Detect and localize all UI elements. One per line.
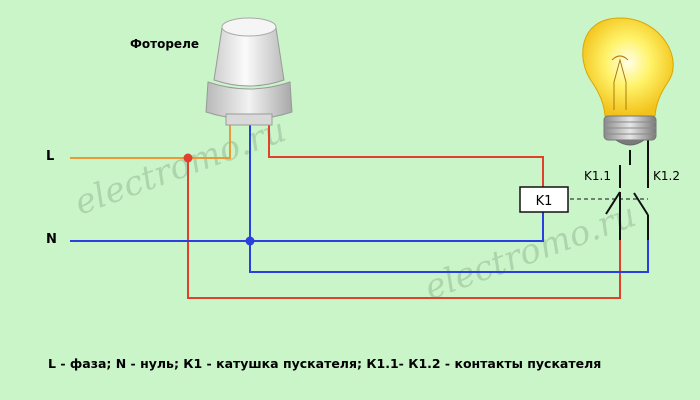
neutral-branch-wire: [249, 125, 649, 273]
phase-branch-wire: [187, 158, 621, 299]
neutral-label: N: [46, 232, 57, 247]
photorelay-label: Фотореле: [130, 37, 199, 51]
wires: [70, 125, 649, 299]
coil-label: K1: [536, 194, 553, 209]
neutral-wire: [70, 212, 544, 242]
legend-text: L - фаза; N - нуль; К1 - катушка пускате…: [48, 356, 601, 371]
relay-output-wire: [268, 125, 544, 187]
contact-k1-1-label: K1.1: [584, 169, 611, 183]
contact-k1-1-blade: [605, 191, 621, 215]
light-bulb-icon: [582, 17, 674, 146]
photorelay-sensor-icon: [205, 17, 293, 126]
watermark-left: electromo.ru: [69, 110, 291, 223]
neutral-junction: [245, 236, 255, 246]
phase-junction: [183, 153, 193, 163]
phase-wire: [70, 125, 231, 159]
contact-k1-2-label: K1.2: [653, 169, 680, 183]
contact-k1-2-blade: [633, 192, 649, 216]
coil-k1: [519, 186, 569, 213]
phase-label: L: [46, 149, 54, 164]
